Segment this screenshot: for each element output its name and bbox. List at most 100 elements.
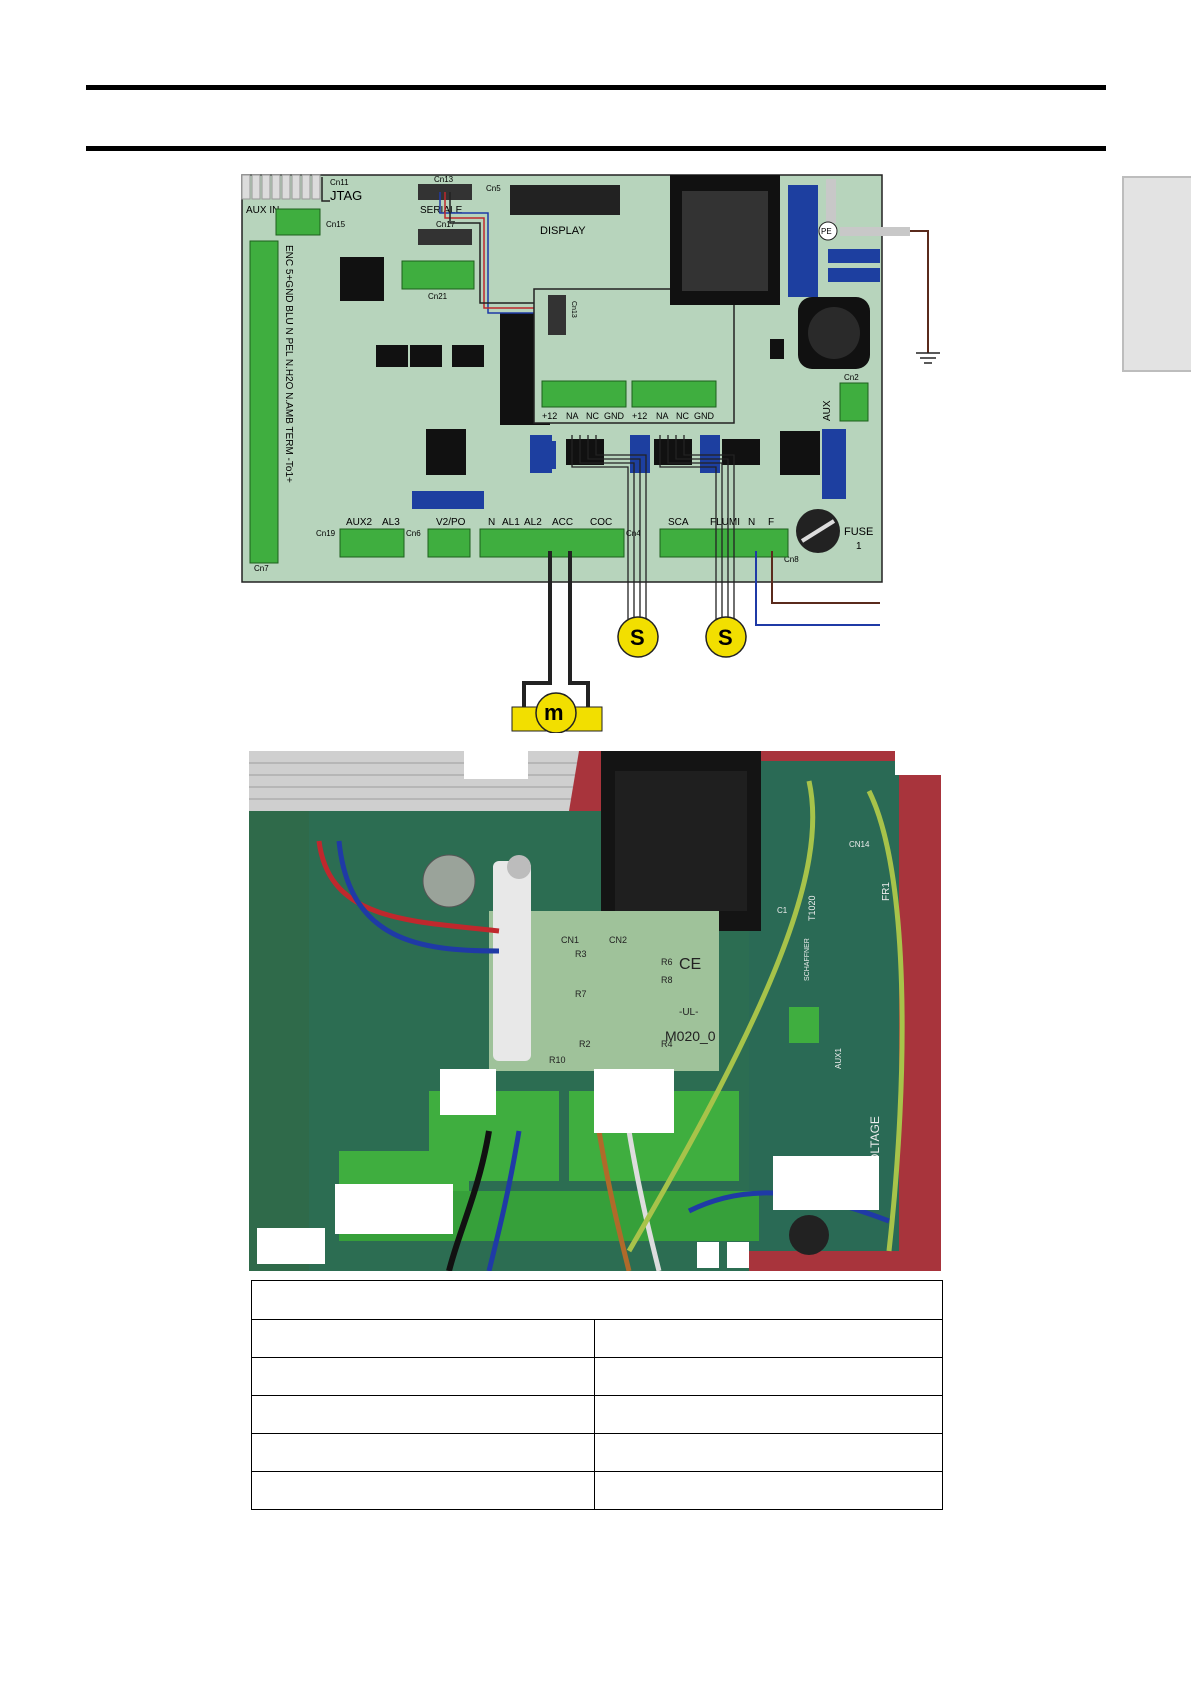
cn21-label: Cn21	[428, 292, 448, 301]
small-chip	[780, 431, 820, 475]
photo-marking-cn14: CN14	[849, 840, 870, 849]
ic-3	[452, 345, 484, 367]
photo-callout-display	[464, 751, 528, 779]
photo-callout-n	[697, 1242, 719, 1268]
label-aux2: AUX2	[346, 517, 373, 528]
table-cell	[594, 1319, 943, 1358]
label-coc: COC	[590, 517, 612, 528]
table-row	[251, 1433, 943, 1472]
photo-callout-f	[727, 1242, 749, 1268]
legend-table	[251, 1280, 943, 1510]
cn8-terminal	[659, 528, 789, 558]
photo-marking-r10: R10	[549, 1055, 566, 1065]
photo-marking-r2: R2	[579, 1039, 591, 1049]
table-cell	[251, 1433, 595, 1472]
cn13-label: Cn13	[434, 175, 454, 184]
blue-block-tall	[788, 185, 818, 297]
table-header-row	[251, 1280, 943, 1320]
photo-marking-t1020: T1020	[807, 895, 817, 921]
table-row	[251, 1319, 943, 1358]
module-pin-left-4: GND	[604, 411, 625, 421]
microcontroller	[340, 257, 384, 301]
photo-marking-ul: -UL-	[679, 1007, 698, 1018]
cn6-label: Cn6	[406, 529, 421, 538]
table-cell	[594, 1433, 943, 1472]
relay-left	[426, 429, 466, 475]
header-rule-top	[86, 85, 1106, 90]
table-row	[251, 1357, 943, 1396]
board-photo: CN1 R3 CN2 R6 R8 R7 -UL- M020_0 R2 R4 R1…	[249, 751, 941, 1271]
blue-capacitor-left	[412, 491, 484, 509]
photo-marking-r7: R7	[575, 989, 587, 999]
table-cell	[251, 1319, 595, 1358]
left-strip-label: ENC 5+GND BLU N PEL N.H2O N.AMB TERM -To…	[283, 245, 294, 483]
table-row	[251, 1395, 943, 1434]
cn6-terminal	[427, 528, 471, 558]
cn7-label: Cn7	[254, 564, 269, 573]
cn17-label: Cn17	[436, 220, 456, 229]
fuse-number: 1	[856, 541, 862, 552]
motor-label: m	[544, 700, 564, 725]
module-pin-left-3: NC	[586, 411, 599, 421]
aux-in-label: AUX IN	[246, 205, 279, 216]
blue-block-a	[828, 249, 880, 263]
pe-label: PE	[821, 227, 832, 236]
cn2-terminal	[839, 382, 869, 422]
ic-1	[376, 345, 408, 367]
table-header-cell	[251, 1280, 943, 1320]
motor	[535, 692, 577, 733]
photo-marking-cn1: CN1	[561, 935, 579, 945]
table-cell	[251, 1357, 595, 1396]
header-rule-bottom	[86, 146, 1106, 151]
pe-terminal-top	[826, 179, 836, 223]
label-al2: AL2	[524, 517, 542, 528]
side-tab	[1122, 176, 1191, 372]
module-pin-right-3: NC	[676, 411, 689, 421]
bottom-labels: AUX2 AL3 V2/PO N AL1 AL2 ACC COC SCA FLU…	[346, 517, 774, 528]
module-pin-labels-left: +12 NA NC GND	[542, 411, 625, 421]
ic-2	[410, 345, 442, 367]
pe-terminal	[840, 227, 910, 236]
label-acc: ACC	[552, 517, 573, 528]
display-label: DISPLAY	[540, 225, 586, 237]
photo-marking-aux1: AUX1	[834, 1048, 843, 1069]
sensor-2	[705, 616, 747, 658]
cn19-terminal	[339, 528, 405, 558]
photo-callout-relay-left	[440, 1069, 496, 1115]
module-terminal-right	[631, 380, 717, 408]
aux-label: AUX	[822, 400, 833, 421]
cn13-module-label: Cn13	[570, 301, 577, 318]
table-cell	[594, 1357, 943, 1396]
module-pin-right-1: +12	[632, 411, 647, 421]
fuse-label: FUSE	[844, 526, 873, 538]
photo-marking-r4: R4	[661, 1039, 673, 1049]
blue-cap-b	[630, 435, 650, 473]
pe-circle	[818, 221, 838, 241]
label-n1: N	[488, 517, 495, 528]
photo-callout-relay-right	[594, 1069, 674, 1133]
photo-marking-c1: C1	[777, 906, 788, 915]
cn2-label: Cn2	[844, 373, 859, 382]
sensor-1	[617, 616, 659, 658]
blue-cap-d	[540, 441, 556, 469]
cn17-header	[418, 229, 472, 245]
photo-marking-schaffner: SCHAFFNER	[804, 938, 811, 981]
photo-callout-aux	[335, 1184, 453, 1234]
photo-marking-r3: R3	[575, 949, 587, 959]
cn15-terminal	[275, 208, 321, 236]
label-n2: N	[748, 517, 755, 528]
sensor-2-label: S	[718, 625, 733, 650]
label-v2po: V2/PO	[436, 517, 466, 528]
photo-marking-r6: R6	[661, 957, 673, 967]
module-pin-left-1: +12	[542, 411, 557, 421]
module-pin-right-2: NA	[656, 411, 669, 421]
module-header	[548, 295, 566, 335]
blue-block-b	[828, 268, 880, 282]
label-flumi: FLUMI	[710, 517, 740, 528]
label-al3: AL3	[382, 517, 400, 528]
module-pin-left-2: NA	[566, 411, 579, 421]
table-cell	[594, 1471, 943, 1510]
photo-callout-pe	[895, 751, 941, 775]
small-chip-b	[770, 339, 784, 359]
table-row	[251, 1471, 943, 1510]
